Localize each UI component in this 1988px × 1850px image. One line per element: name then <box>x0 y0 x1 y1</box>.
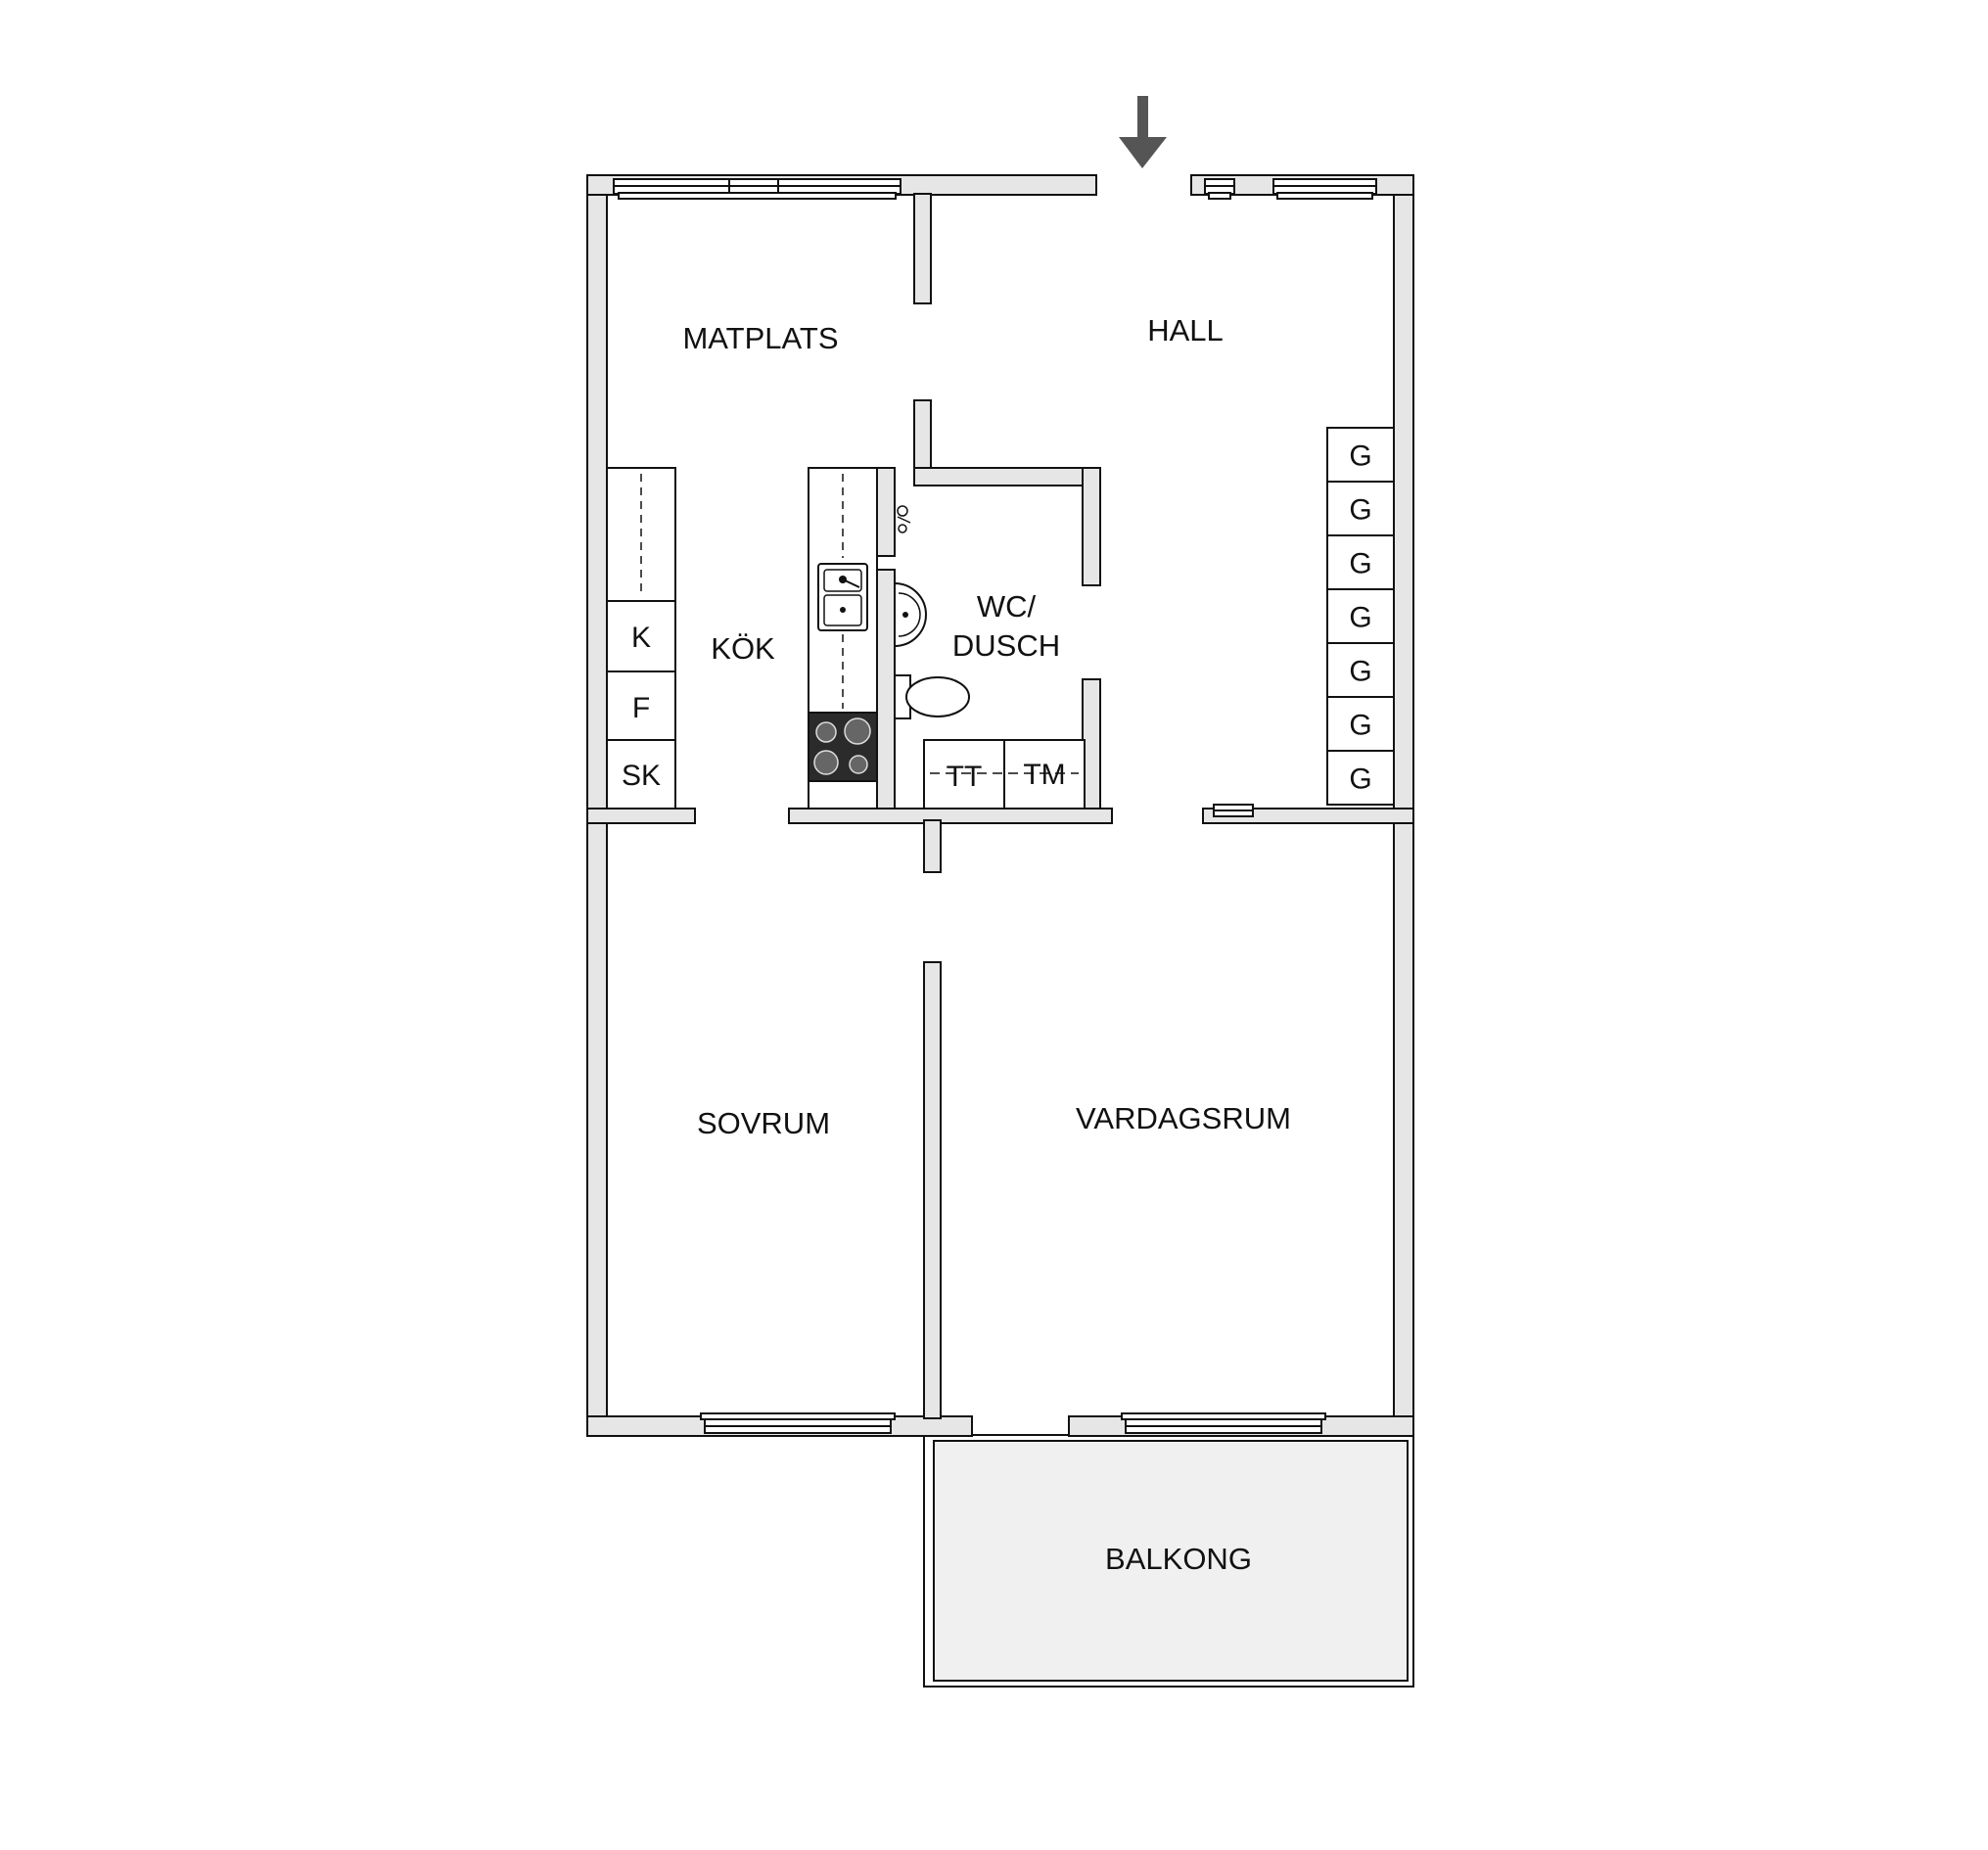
room-label-balkong: BALKONG <box>1105 1542 1252 1576</box>
bath-wall-top <box>913 467 1101 486</box>
fixture-labels: K F SK TT TM <box>622 622 1066 793</box>
partition-top-lower <box>913 399 932 472</box>
sink-icon <box>817 563 868 631</box>
wardrobe-label: G <box>1349 494 1371 527</box>
room-label-sovrum: SOVRUM <box>697 1106 830 1140</box>
walls <box>586 174 1414 1437</box>
partition-top-upper <box>913 193 932 304</box>
wardrobe-label: G <box>1349 656 1371 688</box>
bedroom-living-wall <box>923 961 942 1419</box>
wardrobe-cell <box>1326 750 1395 806</box>
bath-wall-left-upper <box>876 467 896 557</box>
mid-wall-left <box>586 808 696 824</box>
windows <box>613 178 1377 1434</box>
unit-label-tm: TM <box>1023 759 1065 791</box>
mid-wall-right <box>1202 808 1414 824</box>
unit-label-f: F <box>632 692 650 724</box>
room-label-dusch: DUSCH <box>952 628 1060 663</box>
wardrobe-label: G <box>1349 763 1371 796</box>
wardrobe-cell <box>1326 534 1395 590</box>
outer-wall-left <box>586 174 608 1437</box>
shower-icon <box>897 505 911 533</box>
washbasin-icon <box>894 581 927 648</box>
balcony <box>923 1434 1414 1688</box>
window-hall-vent <box>1213 804 1254 817</box>
wardrobe-label: G <box>1349 710 1371 742</box>
window-matplats <box>613 178 902 200</box>
cabinet-sk <box>606 739 676 809</box>
laundry-units <box>923 739 1086 809</box>
kitchen-left-units <box>606 467 676 809</box>
wardrobe-label: G <box>1349 602 1371 634</box>
unit-label-k: K <box>631 622 651 654</box>
bath-wall-left-lower <box>876 569 896 809</box>
window-hall <box>1272 178 1377 200</box>
washer-tm <box>1003 739 1086 809</box>
wardrobe-label: G <box>1349 548 1371 580</box>
bath-wall-right-upper <box>1082 467 1101 586</box>
mid-wall-stub <box>923 819 942 873</box>
entrance-arrow-icon <box>1119 96 1167 168</box>
room-label-vardagsrum: VARDAGSRUM <box>1076 1101 1291 1135</box>
wardrobe-cell <box>1326 642 1395 698</box>
hob-icon <box>808 712 878 782</box>
room-label-wc: WC/ <box>977 589 1037 624</box>
room-label-hall: HALL <box>1147 313 1224 347</box>
room-label-matplats: MATPLATS <box>682 321 838 355</box>
room-label-kok: KÖK <box>711 631 775 666</box>
unit-label-sk: SK <box>622 760 661 792</box>
window-vardagsrum <box>1121 1412 1326 1434</box>
wardrobe-cell <box>1326 696 1395 752</box>
unit-label-tt: TT <box>947 761 983 793</box>
wardrobe-label: G <box>1349 440 1371 473</box>
toilet-icon <box>894 674 970 719</box>
window-hall-small <box>1204 178 1235 200</box>
mid-wall-center <box>788 808 1113 824</box>
wardrobe-cell <box>1326 588 1395 644</box>
kitchen-counter <box>808 467 878 809</box>
bathroom-fixtures <box>894 505 970 719</box>
outer-wall-right <box>1393 174 1414 1437</box>
room-labels: MATPLATS HALL KÖK WC/ DUSCH SOVRUM VARDA… <box>682 313 1290 1576</box>
window-sovrum <box>700 1412 896 1434</box>
fridge-k <box>606 600 676 672</box>
